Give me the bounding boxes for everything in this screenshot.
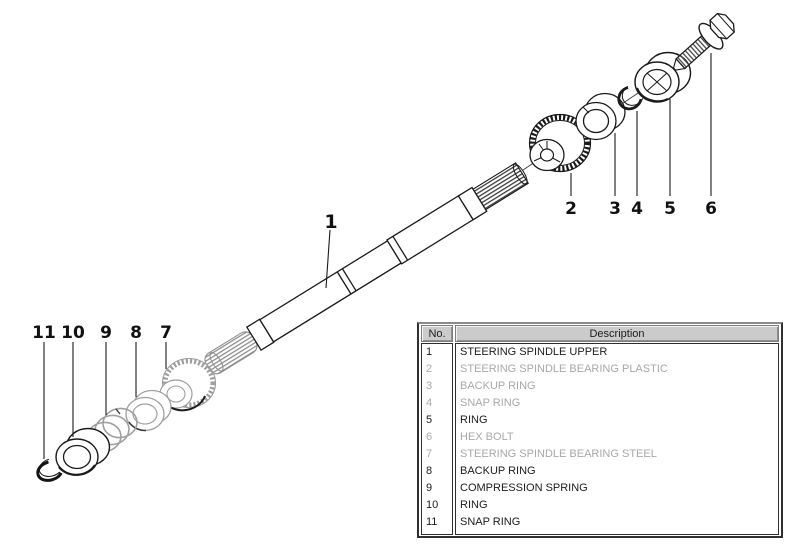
callout-4[interactable]: 4 [631, 199, 643, 219]
table-row-description[interactable]: BACKUP RING [460, 465, 536, 477]
description-column: STEERING SPINDLE UPPER STEERING SPINDLE … [455, 343, 779, 535]
column-header-description[interactable]: Description [455, 325, 779, 342]
part-11-snap-ring [36, 458, 64, 482]
part-2-bearing-plastic [528, 113, 592, 173]
callout-2[interactable]: 2 [565, 199, 577, 219]
part-3-backup-ring [575, 92, 626, 141]
table-row-no[interactable]: 3 [426, 380, 433, 392]
table-row-description[interactable]: SNAP RING [460, 397, 521, 409]
part-4-snap-ring [617, 84, 645, 111]
part-1-steering-spindle-upper [204, 162, 530, 375]
table-row-no[interactable]: 1 [426, 346, 433, 358]
callout-5[interactable]: 5 [664, 199, 676, 219]
column-header-no[interactable]: No. [421, 325, 453, 342]
table-row-no[interactable]: 8 [426, 465, 433, 477]
table-row-no[interactable]: 9 [426, 482, 433, 494]
part-6-hex-bolt [672, 12, 735, 71]
table-row-no[interactable]: 6 [426, 431, 433, 443]
table-row-no[interactable]: 2 [426, 363, 433, 375]
part-8-backup-ring [125, 389, 172, 432]
parts-table: No. Description 1 2 3 4 5 6 7 8 9 10 11 … [417, 322, 783, 538]
callout-7[interactable]: 7 [160, 323, 172, 343]
callout-10[interactable]: 10 [61, 323, 85, 343]
table-row-no[interactable]: 4 [426, 397, 433, 409]
no-column: 1 2 3 4 5 6 7 8 9 10 11 [421, 343, 453, 535]
callout-3[interactable]: 3 [609, 199, 621, 219]
parts-table-body: 1 2 3 4 5 6 7 8 9 10 11 STEERING SPINDLE… [421, 343, 779, 535]
callout-6[interactable]: 6 [705, 199, 717, 219]
table-row-description[interactable]: SNAP RING [460, 516, 521, 528]
table-row-description[interactable]: STEERING SPINDLE BEARING STEEL [460, 448, 657, 460]
table-row-no[interactable]: 7 [426, 448, 433, 460]
part-10-ring [55, 427, 111, 476]
leader-lines [43, 53, 712, 459]
parts-table-header: No. Description [421, 325, 779, 342]
table-row-no[interactable]: 10 [426, 499, 439, 511]
callout-9[interactable]: 9 [100, 323, 112, 343]
table-row-description[interactable]: RING [460, 499, 488, 511]
table-row-description[interactable]: RING [460, 414, 488, 426]
table-row-no[interactable]: 11 [426, 516, 438, 528]
table-row-description[interactable]: HEX BOLT [460, 431, 514, 443]
table-row-description[interactable]: COMPRESSION SPRING [460, 482, 588, 494]
table-row-description[interactable]: STEERING SPINDLE BEARING PLASTIC [460, 363, 668, 375]
table-row-no[interactable]: 5 [426, 414, 433, 426]
table-row-description[interactable]: BACKUP RING [460, 380, 536, 392]
callout-1[interactable]: 1 [324, 211, 337, 233]
callout-8[interactable]: 8 [130, 323, 142, 343]
leader-line-1 [325, 229, 331, 289]
callout-11[interactable]: 11 [32, 323, 56, 343]
table-row-description[interactable]: STEERING SPINDLE UPPER [460, 346, 608, 358]
